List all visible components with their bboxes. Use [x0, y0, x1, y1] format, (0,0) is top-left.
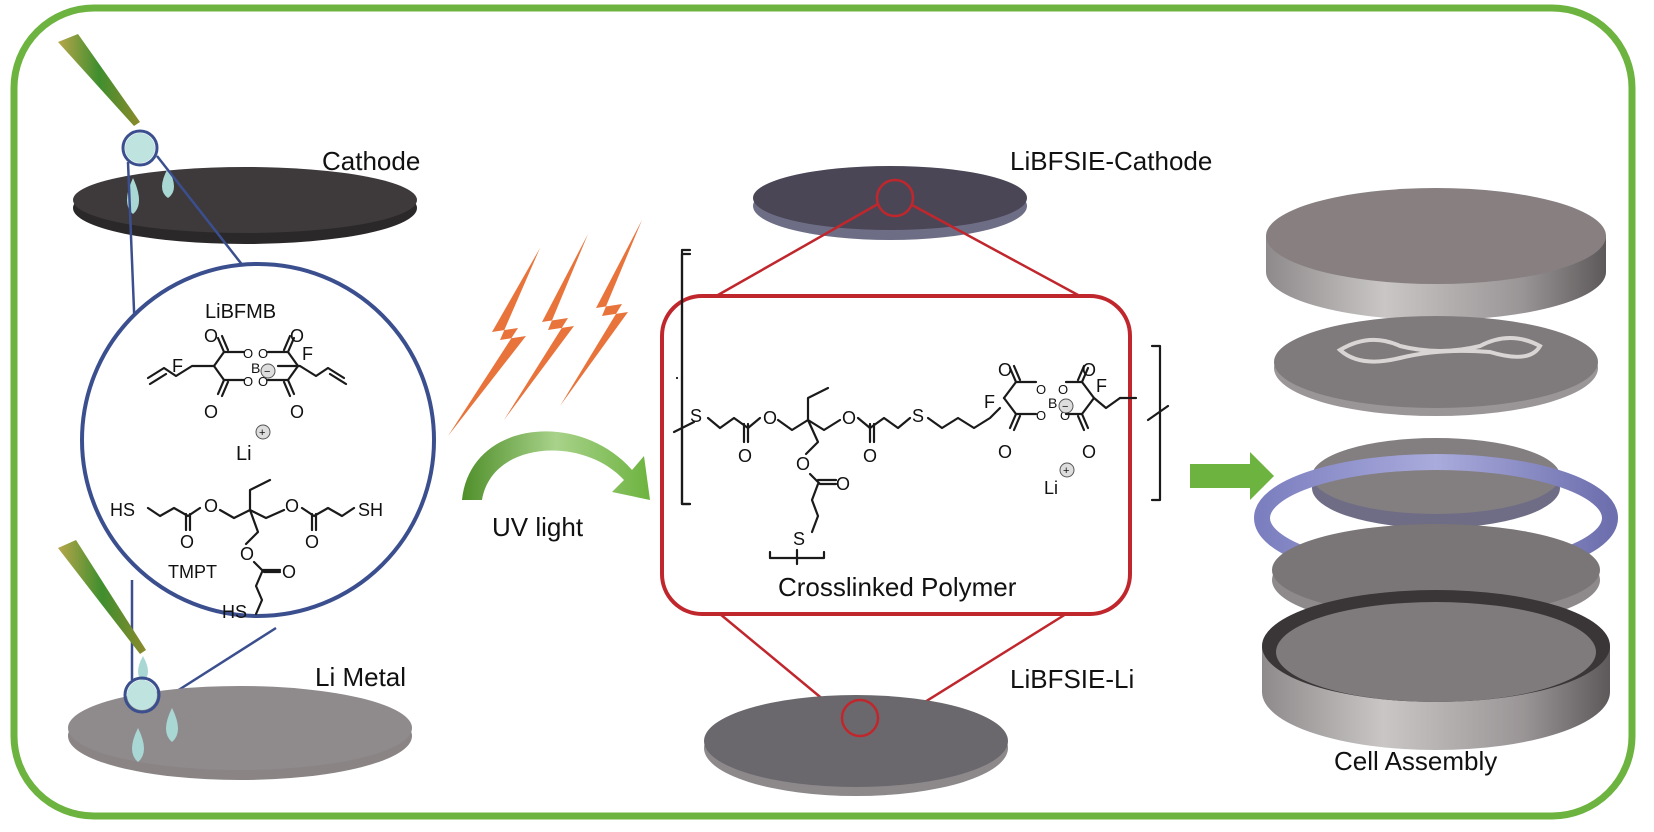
atom-label: O	[998, 360, 1012, 380]
zoom-circle-top	[121, 129, 159, 167]
atom-label: S	[793, 529, 805, 549]
atom-label: SH	[358, 500, 383, 520]
right-arrow-icon	[1190, 452, 1274, 500]
atom-label: F	[1096, 376, 1107, 396]
libfsie-li-disc	[704, 695, 1008, 796]
atom-label: O	[243, 346, 253, 361]
atom-label: O	[290, 402, 304, 422]
atom-label: O	[836, 474, 850, 494]
pipette-top-icon	[58, 34, 140, 126]
atom-label: B	[1048, 395, 1057, 411]
li-metal-label: Li Metal	[315, 662, 406, 692]
atom-label: F	[172, 356, 183, 376]
atom-label: F	[302, 344, 313, 364]
lightning-bolt-icon	[448, 220, 642, 436]
atom-label: O	[1082, 360, 1096, 380]
coin-cell-top-cap	[1266, 188, 1606, 320]
zoom-line	[911, 203, 1079, 297]
libfsie-cathode-disc	[753, 166, 1027, 240]
atom-label: B	[251, 360, 260, 376]
atom-label: O	[998, 442, 1012, 462]
cathode-label: Cathode	[322, 146, 420, 176]
positive-charge-icon: +	[1063, 465, 1069, 477]
thiol-name-label: TMPT	[168, 562, 217, 582]
curved-arrow-icon	[462, 431, 650, 500]
atom-label: O	[738, 446, 752, 466]
atom-label: O	[285, 496, 299, 516]
polymer-structure: S O O O O S O O S O O O O O O B −	[672, 248, 1170, 566]
atom-label: O	[258, 346, 268, 361]
uv-light-label: UV light	[492, 512, 584, 542]
positive-charge-icon: +	[259, 427, 265, 439]
cell-assembly-label: Cell Assembly	[1334, 746, 1497, 776]
atom-label: O	[1060, 408, 1070, 423]
atom-label: Li	[1044, 478, 1058, 498]
libfmb-structure: O O O O O O O O B F F − + Li	[146, 326, 348, 465]
negative-charge-icon: −	[1062, 401, 1068, 413]
atom-label: O	[863, 446, 877, 466]
spring-disc	[1274, 316, 1598, 416]
atom-label: O	[204, 326, 218, 346]
li-metal-disc	[68, 686, 412, 780]
atom-label: O	[763, 408, 777, 428]
atom-label: HS	[222, 602, 247, 622]
atom-label: O	[1058, 382, 1068, 397]
atom-label: S	[690, 406, 702, 426]
atom-label: O	[1036, 382, 1046, 397]
atom-label: F	[984, 392, 995, 412]
salt-name-label: LiBFMB	[205, 301, 276, 323]
zoom-line	[126, 161, 137, 336]
outer-frame	[10, 4, 1636, 820]
atom-label: O	[240, 544, 254, 564]
zoom-line	[717, 202, 879, 297]
coin-cell-bottom-case	[1262, 590, 1610, 750]
cathode-disc	[73, 167, 417, 244]
atom-label: O	[842, 408, 856, 428]
tmpt-structure: HS O O O O SH O O HS	[110, 478, 383, 622]
negative-charge-icon: −	[264, 366, 270, 378]
libfsie-li-label: LiBFSIE-Li	[1010, 664, 1134, 694]
libfsie-cathode-label: LiBFSIE-Cathode	[1010, 146, 1212, 176]
atom-label: O	[180, 532, 194, 552]
atom-label: O	[282, 562, 296, 582]
atom-label: O	[305, 532, 319, 552]
atom-label: O	[204, 496, 218, 516]
monomer-zoom-circle	[80, 262, 436, 618]
atom-label: S	[912, 406, 924, 426]
zoom-circle-bottom	[123, 676, 161, 714]
polymer-zoom-box	[660, 294, 1132, 616]
atom-label: Li	[236, 443, 252, 465]
atom-label: O	[204, 402, 218, 422]
atom-label: O	[258, 374, 268, 389]
droplet-icon	[127, 656, 178, 762]
atom-label: O	[290, 326, 304, 346]
crosslinked-polymer-label: Crosslinked Polymer	[778, 572, 1017, 602]
pipette-bottom-icon	[58, 540, 146, 654]
atom-label: O	[243, 374, 253, 389]
zoom-circle-cathode	[875, 178, 915, 218]
zoom-circle-li	[840, 698, 880, 738]
atom-label: O	[796, 454, 810, 474]
atom-label: O	[1036, 408, 1046, 423]
spacer-disc	[1312, 438, 1560, 528]
atom-label: O	[1082, 442, 1096, 462]
atom-label: HS	[110, 500, 135, 520]
